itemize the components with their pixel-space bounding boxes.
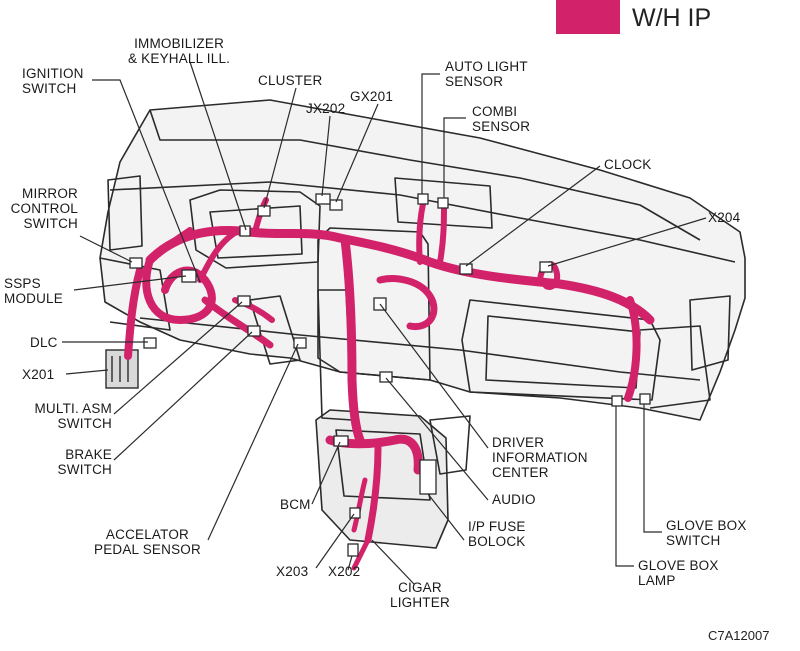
leader-ssps (73, 275, 187, 291)
harness-x203 (351, 477, 368, 533)
label-auto-light-sensor: AUTO LIGHT SENSOR (445, 59, 528, 89)
leader-fuse (427, 493, 465, 541)
label-x202: X202 (328, 564, 361, 579)
leader-clock (465, 165, 601, 267)
figure-code: C7A12007 (708, 628, 770, 643)
connector-combi (437, 197, 449, 209)
harness-cigar (364, 444, 382, 544)
x201-connector (105, 349, 139, 389)
leader-cigar (371, 539, 415, 585)
leader-immobilizer (189, 61, 247, 231)
label-multi-asm-switch: MULTI. ASM SWITCH (34, 401, 112, 431)
label-gx201: GX201 (350, 89, 394, 104)
label-brake-switch: BRAKE SWITCH (57, 447, 112, 477)
connector-fuse (419, 459, 437, 495)
leader-multi (113, 301, 243, 415)
dash-top-ridge (149, 109, 701, 241)
label-ignition-switch: IGNITION SWITCH (22, 66, 84, 96)
leader-combi (443, 117, 466, 198)
harness-stack-loop (376, 275, 438, 331)
connector-bcm (333, 435, 349, 447)
harness-x202 (351, 537, 371, 571)
connector-x204 (539, 261, 553, 273)
connector-audio (379, 371, 393, 383)
leader-x203 (315, 513, 355, 569)
lower-bracket (429, 415, 471, 475)
dash-front-edge (109, 181, 736, 263)
center-stack (317, 227, 431, 381)
label-clock: CLOCK (604, 157, 652, 172)
leader-bcm (311, 441, 341, 505)
connector-brake (247, 325, 261, 337)
glovebox-inner (485, 315, 641, 389)
leader-cluster (263, 87, 297, 209)
right-vent (689, 295, 731, 371)
label-glove-box-switch: GLOVE BOX SWITCH (666, 518, 747, 548)
leader-gx201 (335, 103, 379, 203)
harness-mirror (147, 227, 193, 263)
label-glove-box-lamp: GLOVE BOX LAMP (638, 558, 719, 588)
harness-right-drop (624, 296, 641, 402)
connector-multi (237, 295, 251, 307)
label-immobilizer: IMMOBILIZER & KEYHALL ILL. (128, 36, 231, 66)
label-driver-information-center: DRIVER INFORMATION CENTER (492, 435, 588, 480)
connector-clock (459, 263, 473, 275)
label-x201: X201 (22, 367, 55, 382)
left-vent (107, 175, 143, 251)
label-audio: AUDIO (492, 492, 536, 507)
connector-mirror (129, 257, 143, 269)
connector-gx201 (329, 199, 343, 211)
leader-audio (385, 377, 489, 501)
label-x203: X203 (276, 564, 309, 579)
legend-label: W/H IP (632, 4, 712, 32)
leader-glove-switch (643, 404, 662, 533)
label-combi-sensor: COMBI SENSOR (472, 104, 531, 134)
label-cluster: CLUSTER (258, 73, 323, 88)
leader-mirror (79, 235, 133, 263)
harness-ignition (197, 227, 243, 283)
connector-dlc (143, 337, 157, 349)
connector-jx202 (315, 193, 331, 205)
leader-x202 (347, 555, 353, 571)
leader-x201 (65, 369, 109, 375)
harness-combi (437, 202, 447, 265)
label-bcm: BCM (280, 497, 311, 512)
leader-x204 (547, 217, 707, 267)
label-accelator-pedal-sensor: ACCELATOR PEDAL SENSOR (94, 527, 201, 557)
connector-accel (293, 337, 307, 349)
connectors (129, 193, 651, 557)
connector-x203 (349, 507, 361, 519)
leader-glove-lamp (615, 406, 634, 567)
leader-auto-light (421, 73, 440, 194)
connector-auto-light (417, 193, 429, 205)
label-mirror-control-switch: MIRROR CONTROL SWITCH (10, 186, 78, 231)
console-detail (335, 429, 431, 501)
label-dlc: DLC (30, 335, 58, 350)
label-ssps-module: SSPS MODULE (4, 276, 63, 306)
label-jx202: JX202 (306, 101, 346, 116)
label-x204: X204 (708, 210, 741, 225)
leader-accel (207, 343, 299, 541)
label-cigar-lighter: CIGAR LIGHTER (390, 580, 450, 610)
leader-brake (113, 331, 253, 461)
leader-ignition (92, 79, 201, 283)
center-vent (394, 177, 493, 229)
leader-dic (379, 303, 489, 449)
harness-center-down (340, 235, 365, 445)
leader-lines (62, 61, 707, 585)
right-bracket (639, 325, 711, 409)
leader-jx202 (321, 115, 331, 197)
connector-glove-lamp (611, 395, 623, 407)
label-ip-fuse-block: I/P FUSE BOLOCK (468, 519, 526, 549)
harness-left-drop (124, 266, 144, 360)
harness-lower-left (201, 296, 274, 349)
connector-x202 (347, 543, 359, 557)
legend-swatch (556, 0, 620, 34)
connector-glove-switch (639, 393, 651, 405)
